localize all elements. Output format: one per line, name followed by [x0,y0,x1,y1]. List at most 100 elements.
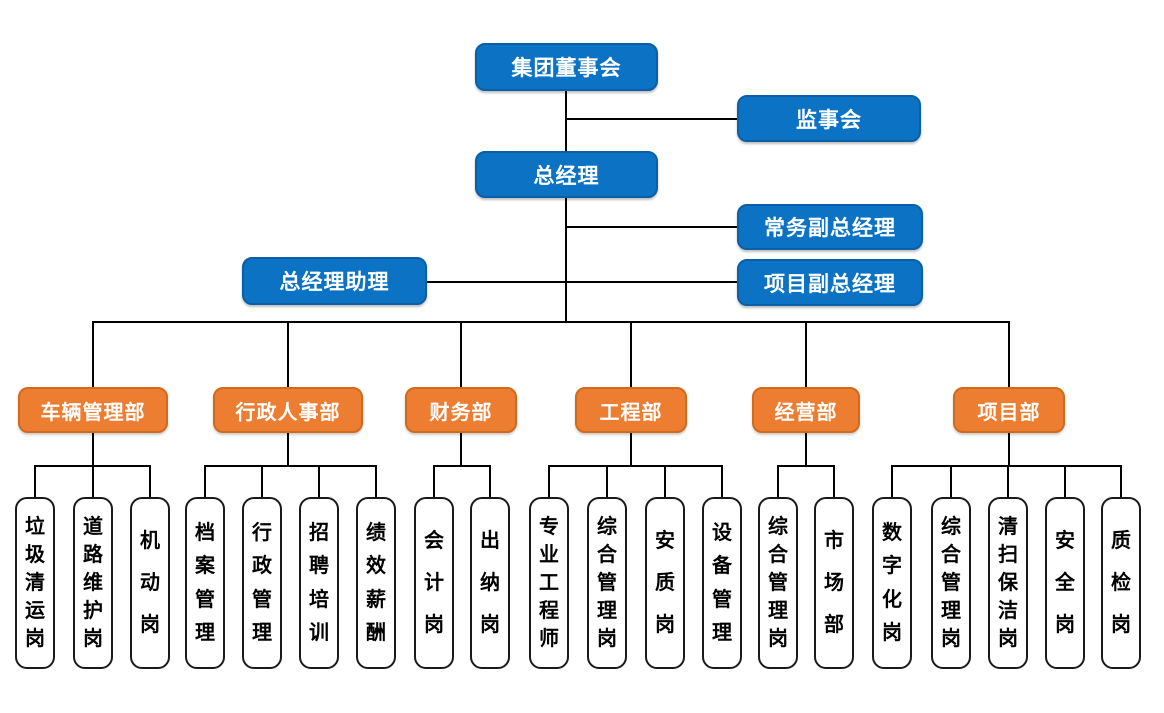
position-node-char: 岗 [480,614,500,636]
position-node-char: 管 [597,572,617,594]
position-node-char: 岗 [424,614,444,636]
connector-line [1120,465,1122,498]
position-node-market-dept: 市场部 [814,497,854,669]
position-node-char: 扫 [998,544,1018,566]
position-node-char: 综 [768,516,788,538]
position-node-char: 管 [941,572,961,594]
connector-line [891,465,893,498]
connector-line [318,465,320,498]
node-supervisory-board: 监事会 [737,95,921,142]
position-node-char: 行 [252,521,272,544]
position-node-char: 动 [140,572,160,594]
position-node-char: 岗 [941,628,961,650]
position-node-archives-management: 档案管理 [185,497,225,669]
position-node-admin-management: 行政管理 [242,497,282,669]
position-node-safety-quality: 安质岗 [645,497,685,669]
position-node-char: 管 [712,588,732,611]
position-node-char: 洁 [998,600,1018,622]
node-board-of-directors: 集团董事会 [475,43,658,91]
connector-line [433,465,491,467]
connector-line [548,465,550,498]
connector-line [630,432,632,467]
position-node-char: 理 [768,600,788,622]
position-node-cashier: 出纳岗 [470,497,510,669]
position-node-char: 综 [941,516,961,538]
position-node-char: 管 [252,588,272,611]
position-node-char: 道 [83,516,103,538]
connector-line [950,465,952,498]
position-node-char: 合 [597,544,617,566]
position-node-char: 绩 [366,521,386,544]
position-node-char: 清 [25,572,45,594]
position-node-char: 理 [195,622,215,645]
position-node-char: 案 [195,555,215,578]
connector-line [1008,432,1010,467]
connector-line [427,281,737,283]
position-node-char: 聘 [309,555,329,578]
connector-line [833,465,835,498]
connector-line [721,465,723,498]
connector-line [287,321,289,387]
node-gm-assistant: 总经理助理 [242,257,427,305]
node-dept-admin-hr: 行政人事部 [213,387,363,433]
position-node-char: 保 [998,572,1018,594]
position-node-char: 酬 [366,622,386,645]
connector-line [149,465,151,498]
position-node-char: 专 [539,516,559,538]
position-node-accounting: 会计岗 [414,497,454,669]
connector-line [1007,465,1009,498]
position-node-char: 会 [424,530,444,552]
position-node-char: 备 [712,555,732,578]
connector-line [375,465,377,498]
position-node-digitalization: 数字化岗 [872,497,912,669]
position-node-char: 质 [655,572,675,594]
connector-line [204,465,377,467]
node-executive-deputy-gm: 常务副总经理 [737,204,923,250]
position-node-char: 培 [309,588,329,611]
position-node-char: 市 [824,530,844,552]
connector-line [565,198,567,322]
position-node-char: 岗 [1111,614,1131,636]
position-node-char: 理 [941,600,961,622]
connector-line [92,321,1010,323]
position-node-char: 岗 [1055,614,1075,636]
node-project-deputy-gm: 项目副总经理 [737,259,923,306]
connector-line [565,226,737,228]
position-node-char: 安 [655,530,675,552]
position-node-char: 政 [252,555,272,578]
node-dept-engineering: 工程部 [575,387,687,433]
position-node-char: 质 [1111,530,1131,552]
position-node-char: 清 [998,516,1018,538]
position-node-char: 护 [83,600,103,622]
position-node-char: 字 [882,555,902,578]
position-node-char: 出 [480,530,500,552]
position-node-general-management-proj: 综合管理岗 [931,497,971,669]
position-node-char: 岗 [768,628,788,650]
position-node-cleaning: 清扫保洁岗 [988,497,1028,669]
connector-line [777,465,835,467]
position-node-quality-inspection: 质检岗 [1101,497,1141,669]
position-node-char: 管 [768,572,788,594]
connector-line [805,321,807,387]
position-node-char: 合 [941,544,961,566]
position-node-char: 运 [25,600,45,622]
position-node-char: 训 [309,622,329,645]
position-node-char: 效 [366,555,386,578]
position-node-recruitment-training: 招聘培训 [299,497,339,669]
position-node-char: 岗 [655,614,675,636]
connector-line [1064,465,1066,498]
node-dept-project: 项目部 [953,387,1065,433]
connector-line [460,432,462,467]
position-node-char: 纳 [480,572,500,594]
position-node-char: 路 [83,544,103,566]
position-node-char: 全 [1055,572,1075,594]
connector-line [805,432,807,467]
position-node-garbage-clearing: 垃圾清运岗 [15,497,55,669]
position-node-general-management-eng: 综合管理岗 [587,497,627,669]
connector-line [92,432,94,467]
position-node-char: 设 [712,521,732,544]
position-node-char: 检 [1111,572,1131,594]
connector-line [565,91,567,151]
position-node-char: 机 [140,530,160,552]
